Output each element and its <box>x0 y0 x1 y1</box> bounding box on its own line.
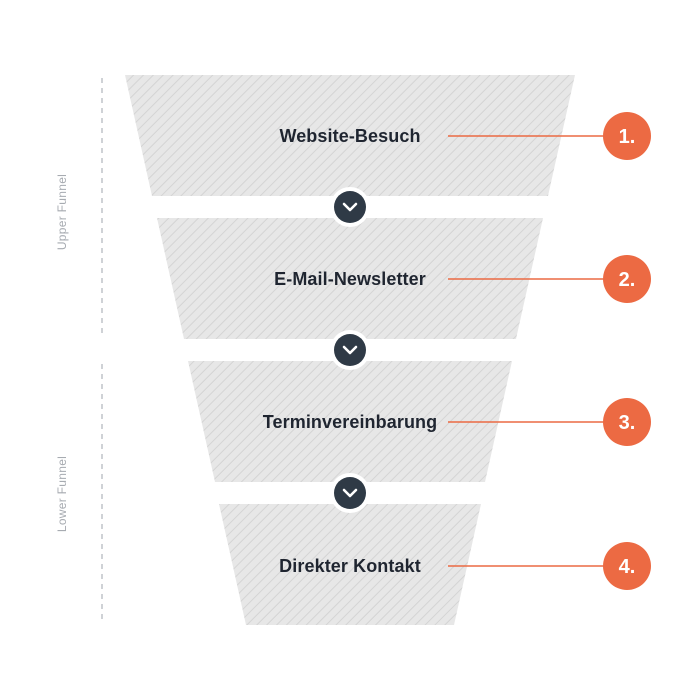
stage-3-label: Terminvereinbarung <box>263 412 438 432</box>
lower-funnel-label: Lower Funnel <box>55 456 69 532</box>
stage-2-badge <box>603 255 651 303</box>
stage-2-trapezoid <box>157 218 543 339</box>
stage-1-number: 1. <box>619 126 636 148</box>
stage-2-label: E-Mail-Newsletter <box>274 269 426 289</box>
chevron-down-icon <box>330 473 370 513</box>
stage-4-label: Direkter Kontakt <box>279 556 421 576</box>
stage-2-number: 2. <box>619 269 636 291</box>
stage-1-trapezoid <box>125 75 575 196</box>
chevron-down-icon <box>330 187 370 227</box>
funnel-stage-4: Direkter Kontakt 4. <box>219 504 651 625</box>
stage-3-trapezoid <box>188 361 512 482</box>
upper-funnel-label: Upper Funnel <box>55 174 69 250</box>
funnel-stage-1: Website-Besuch 1. <box>125 75 651 196</box>
stage-1-label: Website-Besuch <box>279 126 420 146</box>
stage-3-badge <box>603 398 651 446</box>
funnel-stage-2: E-Mail-Newsletter 2. <box>157 218 651 339</box>
stage-3-number: 3. <box>619 412 636 434</box>
chevron-down-icon <box>330 330 370 370</box>
stage-4-number: 4. <box>619 556 636 578</box>
stage-4-badge <box>603 542 651 590</box>
funnel-stage-3: Terminvereinbarung 3. <box>188 361 651 482</box>
stage-4-trapezoid <box>219 504 481 625</box>
stage-1-badge <box>603 112 651 160</box>
